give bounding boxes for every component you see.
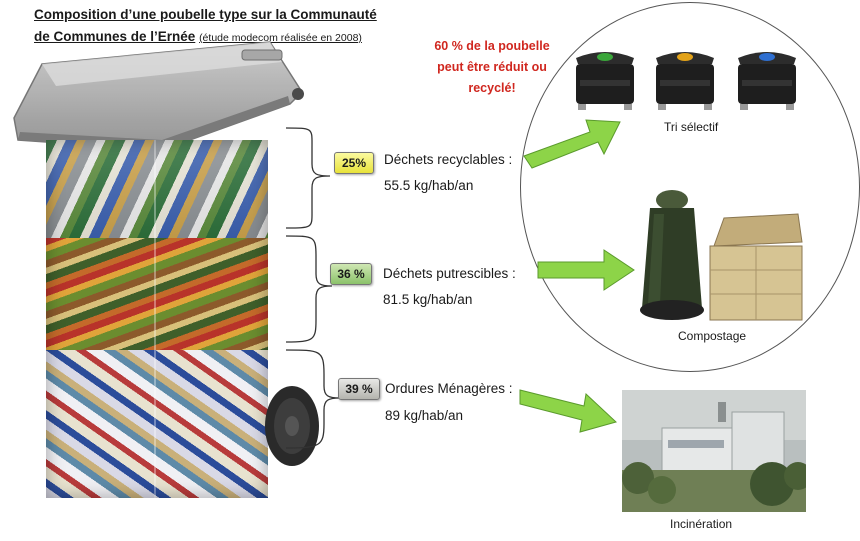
title-block: Composition d’une poubelle type sur la C… xyxy=(34,4,394,49)
recyclables-quantity: 55.5 kg/hab/an xyxy=(384,178,474,193)
composter xyxy=(640,190,704,320)
wooden-compost-bin xyxy=(709,213,803,321)
household-waste-layer xyxy=(46,350,268,498)
green-sorting-container xyxy=(576,52,634,110)
organic-layer xyxy=(46,238,268,350)
household-percent-badge: 39 % xyxy=(338,378,380,400)
incineration-label: Incinération xyxy=(670,517,733,531)
arrow-to-incineration xyxy=(519,389,617,433)
title-line-1: Composition d’une poubelle type sur la C… xyxy=(34,7,377,22)
household-label: Ordures Ménagères : xyxy=(385,381,513,396)
organic-label: Déchets putrescibles : xyxy=(383,266,516,281)
blue-sorting-container xyxy=(738,52,796,110)
arrow-to-sorting xyxy=(523,119,621,169)
category-braces xyxy=(285,127,341,449)
compost-label: Compostage xyxy=(678,329,747,343)
recyclables-label: Déchets recyclables : xyxy=(384,152,513,167)
bin-wheel xyxy=(265,386,319,466)
title-line-2: de Communes de l’Ernée xyxy=(34,29,196,44)
recyclable-share-note: 60 % de la poubelle peut être réduit ou … xyxy=(434,39,550,95)
recyclables-layer xyxy=(46,140,268,238)
incineration-plant-photo xyxy=(622,390,806,512)
household-quantity: 89 kg/hab/an xyxy=(385,408,464,423)
bin-body xyxy=(46,140,268,498)
title-note: (étude modecom réalisée en 2008) xyxy=(199,32,362,44)
organic-quantity: 81.5 kg/hab/an xyxy=(383,292,473,307)
organic-percent-badge: 36 % xyxy=(330,263,372,285)
sorting-label: Tri sélectif xyxy=(664,120,719,134)
recyclables-percent-badge: 25% xyxy=(334,152,374,174)
bin-lid xyxy=(13,41,304,150)
arrow-to-compost xyxy=(537,249,635,291)
yellow-sorting-container xyxy=(656,52,714,110)
